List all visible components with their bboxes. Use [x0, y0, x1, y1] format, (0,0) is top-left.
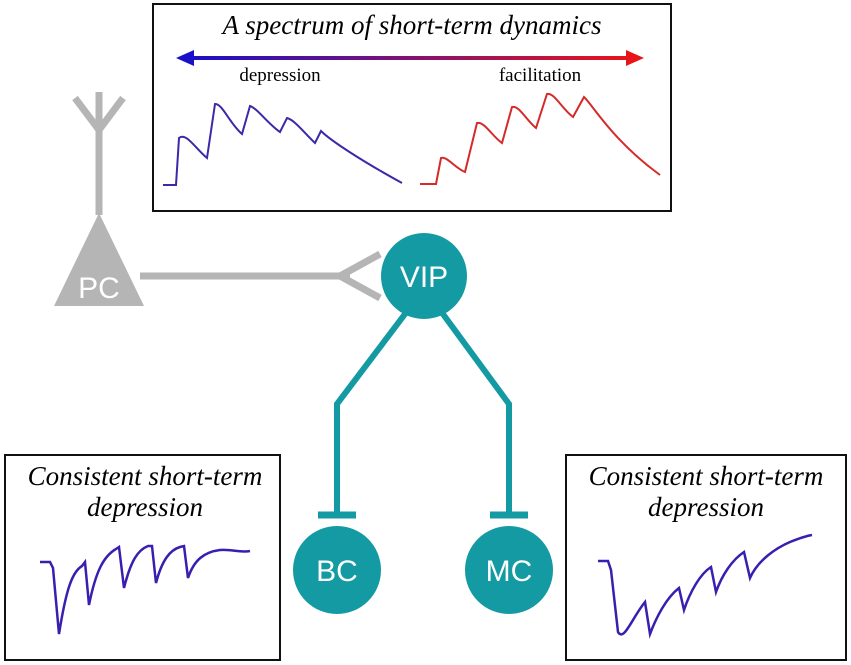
facilitation-trace	[420, 92, 661, 185]
pc-neuron: PC	[54, 92, 382, 306]
bc-node: BC	[293, 526, 381, 614]
spectrum-arrow-shaft	[190, 56, 628, 60]
bc-circle	[293, 526, 381, 614]
spectrum-panel: A spectrum of short-term dynamics depres…	[152, 3, 672, 212]
mc-label: MC	[486, 555, 533, 588]
right-panel-trace	[598, 533, 813, 639]
pc-axon-fork-upper	[338, 250, 382, 280]
left-panel-frame	[4, 454, 281, 661]
right-panel-title-line1: Consistent short-term	[589, 461, 824, 491]
left-panel-trace	[40, 544, 251, 635]
vip-to-bc-connection	[334, 308, 411, 514]
pc-dendrite-left	[72, 95, 102, 133]
spectrum-arrow-left-head	[176, 50, 194, 66]
depression-label: depression	[239, 65, 321, 86]
left-panel: Consistent short-term depression	[4, 454, 281, 661]
mc-circle	[465, 526, 553, 614]
vip-node: VIP	[381, 233, 467, 319]
bc-label: BC	[316, 555, 358, 588]
right-panel-frame	[565, 454, 847, 661]
depression-trace	[163, 103, 403, 186]
mc-node: MC	[465, 526, 553, 614]
spectrum-title: A spectrum of short-term dynamics	[221, 10, 602, 40]
vip-to-mc-connection	[437, 308, 512, 514]
pc-dendrite-right	[96, 95, 126, 133]
vip-connections	[318, 308, 528, 519]
left-panel-title-line2: depression	[87, 492, 203, 522]
pc-axon-fork-lower	[338, 272, 382, 302]
vip-label: VIP	[400, 261, 448, 294]
right-panel-title-line2: depression	[648, 492, 764, 522]
right-panel: Consistent short-term depression	[565, 454, 847, 661]
facilitation-label: facilitation	[499, 65, 582, 86]
spectrum-arrow	[176, 50, 644, 66]
vip-circle	[381, 233, 467, 319]
spectrum-arrow-right-head	[626, 50, 644, 66]
pc-label: PC	[78, 272, 120, 305]
left-panel-title-line1: Consistent short-term	[28, 461, 263, 491]
spectrum-panel-frame	[152, 3, 672, 212]
pc-soma	[54, 213, 144, 306]
